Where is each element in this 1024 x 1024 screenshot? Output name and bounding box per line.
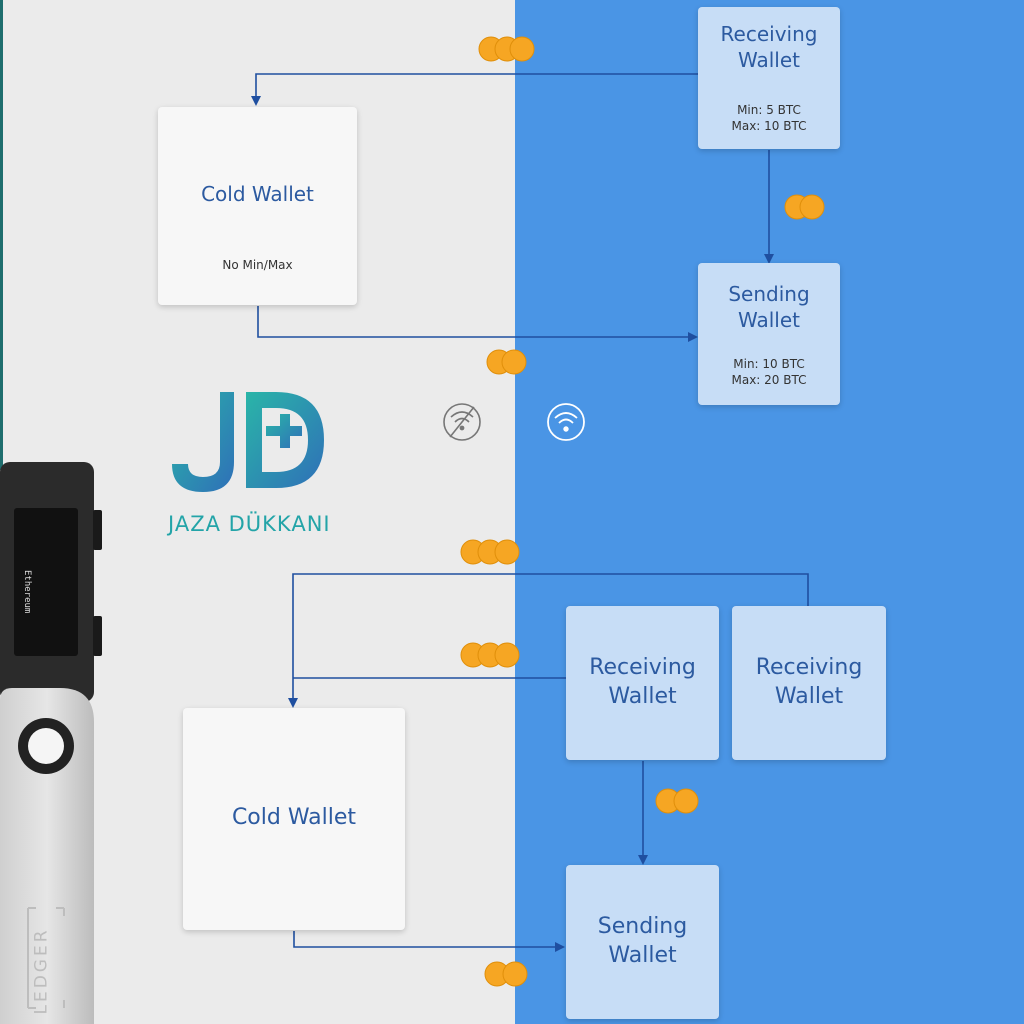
cold-wallet-bottom-title: Cold Wallet <box>231 805 357 830</box>
ledger-brand: LEDGER <box>24 925 64 1015</box>
edge-accent-line <box>0 0 3 470</box>
sending-wallet-max: Max: 20 BTC <box>731 373 807 388</box>
receiving-wallet-box-top: Receiving Wallet Min: 5 BTC Max: 10 BTC <box>698 7 840 149</box>
coin-stack-bottom-3 <box>655 788 699 814</box>
sending-wallet-min: Min: 10 BTC <box>733 357 805 371</box>
cold-wallet-title: Cold Wallet <box>201 182 314 206</box>
no-wifi-icon <box>443 403 481 441</box>
ledger-brand-text: LEDGER <box>31 927 52 1015</box>
receiving-wallet-min: Min: 5 BTC <box>737 103 801 117</box>
ledger-screen-text: Ethereum <box>22 570 32 614</box>
sending-wallet-bottom-title-line1: Sending <box>597 914 688 939</box>
receiving-wallet-title-line2: Wallet <box>737 48 800 72</box>
sending-wallet-box-top: Sending Wallet Min: 10 BTC Max: 20 BTC <box>698 263 840 405</box>
coin-stack-bottom-4 <box>484 961 528 987</box>
cold-wallet-box-top: Cold Wallet No Min/Max <box>158 107 357 305</box>
coin-stack-top-1 <box>478 36 535 62</box>
receiving-wallet-2-title-line2: Wallet <box>774 683 844 709</box>
wifi-icon <box>547 403 585 441</box>
arrow-receiving2-to-cold-bottom <box>288 573 809 708</box>
cold-wallet-note: No Min/Max <box>222 258 293 272</box>
cold-wallet-box-bottom: Cold Wallet <box>183 708 405 930</box>
arrow-cold-to-sending-bottom <box>293 931 565 952</box>
receiving-wallet-1-title-line2: Wallet <box>608 683 677 709</box>
coin-stack-bottom-2 <box>460 642 520 668</box>
sending-wallet-box-bottom: Sending Wallet <box>566 865 719 1019</box>
receiving-wallet-title-line1: Receiving <box>720 22 818 46</box>
coin-stack-top-3 <box>486 349 527 375</box>
sending-wallet-title-line1: Sending <box>728 282 810 306</box>
sending-wallet-title-line2: Wallet <box>737 308 800 332</box>
coin-stack-bottom-1 <box>460 539 520 565</box>
coin-stack-top-2 <box>784 194 825 220</box>
logo-name: JAZA DÜKKANI <box>168 512 331 536</box>
receiving-wallet-max: Max: 10 BTC <box>731 119 807 134</box>
arrow-receiving-to-cold-top <box>251 73 698 106</box>
sending-wallet-bottom-title-line2: Wallet <box>608 942 677 968</box>
arrow-cold-to-sending-top <box>257 306 698 342</box>
receiving-wallet-1-title-line1: Receiving <box>589 655 696 680</box>
receiving-wallet-box-bottom-2: Receiving Wallet <box>732 606 886 760</box>
receiving-wallet-box-bottom-1: Receiving Wallet <box>566 606 719 760</box>
receiving-wallet-2-title-line1: Receiving <box>755 655 863 680</box>
